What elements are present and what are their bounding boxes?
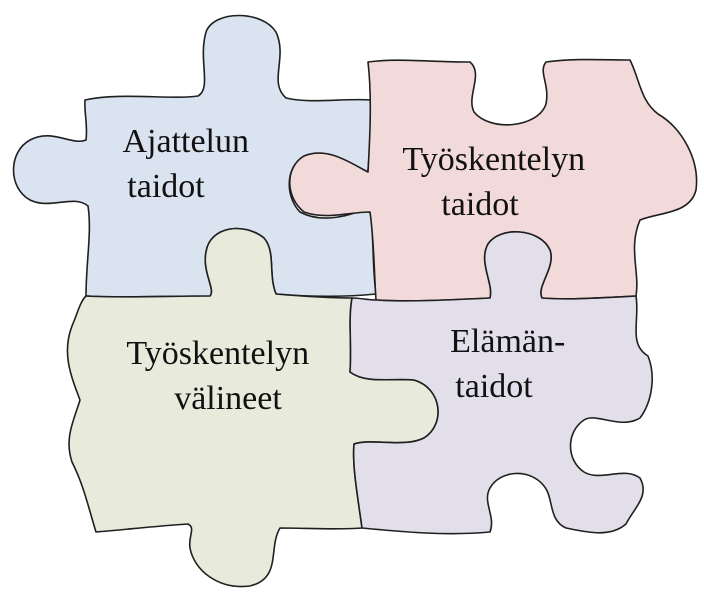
piece-ajattelun-taidot-line-2: taidot	[127, 168, 205, 205]
puzzle-piece-ajattelun-taidot: Ajattelun taidot	[12, 14, 377, 298]
piece-tyoskentelyn-valineet-line-1: Työskentelyn	[126, 335, 309, 372]
svg-text:Työskentelyn taidot: Työskentelyn taidot	[402, 141, 593, 223]
piece-elamantaidot-line-2: taidot	[455, 368, 533, 405]
svg-text:Elämän- taidot: Elämän- taidot	[450, 323, 574, 405]
puzzle-piece-elamantaidot: Elämän- taidot	[349, 231, 653, 535]
piece-tyoskentelyn-taidot-line-2: taidot	[441, 186, 519, 223]
piece-elamantaidot-shape	[349, 231, 653, 535]
piece-tyoskentelyn-valineet-line-2: välineet	[174, 380, 282, 417]
puzzle-piece-tyoskentelyn-valineet: Työskentelyn välineet	[66, 227, 439, 588]
svg-text:Ajattelun taidot: Ajattelun taidot	[122, 123, 257, 205]
piece-elamantaidot-line-1: Elämän-	[450, 323, 565, 360]
piece-ajattelun-taidot-line-1: Ajattelun	[122, 123, 249, 160]
svg-text:Työskentelyn välineet: Työskentelyn välineet	[126, 335, 317, 417]
piece-tyoskentelyn-taidot-line-1: Työskentelyn	[402, 141, 585, 178]
puzzle-piece-tyoskentelyn-taidot: Työskentelyn taidot	[289, 58, 698, 302]
